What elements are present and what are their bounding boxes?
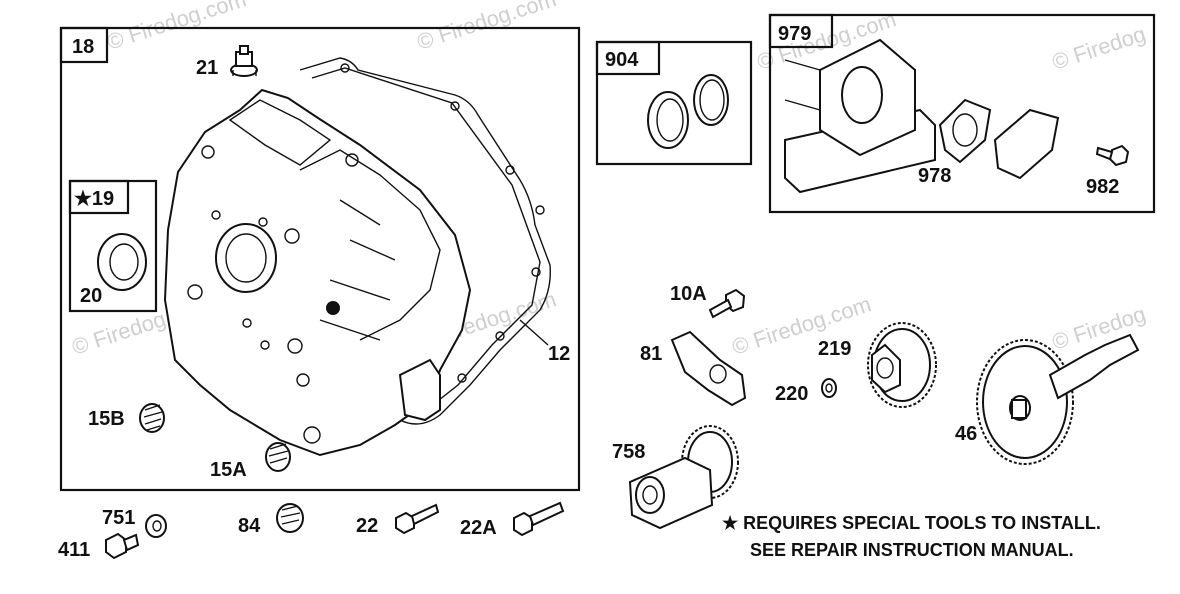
manifold-port	[841, 66, 883, 124]
box-904-label: 904	[605, 49, 639, 71]
bolt-22a	[513, 501, 565, 537]
gear-758	[628, 425, 739, 530]
label-751: 751	[102, 507, 135, 529]
label-978: 978	[918, 165, 951, 187]
gasket-hole	[340, 63, 350, 73]
gasket-inner-edge	[311, 67, 541, 416]
label-220: 220	[775, 383, 808, 405]
note-line-2: SEE REPAIR INSTRUCTION MANUAL.	[750, 540, 1074, 560]
ring-box	[595, 40, 753, 166]
small-hole	[258, 217, 268, 227]
bolt-hole	[187, 284, 203, 300]
bolt-hole	[296, 373, 310, 387]
washer-220-inner	[825, 383, 833, 393]
ring-large-inner	[656, 98, 684, 142]
box-19-tag	[68, 179, 130, 215]
camshaft-46	[976, 333, 1140, 465]
gasket-box	[768, 13, 1156, 214]
oil-seal	[97, 233, 147, 291]
bolt-hole	[345, 153, 359, 167]
gasket-978-hole	[952, 113, 978, 147]
cover-ribs	[319, 199, 396, 341]
note-line-1: ★ REQUIRES SPECIAL TOOLS TO INSTALL.	[722, 513, 1101, 533]
box-979-tag	[768, 13, 834, 49]
bracket-hole	[709, 364, 727, 384]
gasket-outline	[299, 57, 551, 425]
label-81: 81	[640, 343, 662, 365]
cover-port	[303, 426, 321, 444]
bolt-982	[1095, 144, 1130, 167]
label-10a: 10A	[670, 283, 707, 305]
watermark: © Firedog	[1049, 21, 1149, 75]
washer-751	[145, 514, 167, 538]
washer-220	[821, 378, 837, 398]
bolt-hole	[201, 145, 215, 159]
plug-84	[276, 503, 304, 533]
oil-seal-inner	[109, 243, 139, 281]
label-46: 46	[955, 423, 977, 445]
breather-plug	[230, 45, 258, 77]
manifold-edges	[784, 59, 821, 111]
small-hole	[242, 318, 252, 328]
watermark: © Firedog.com	[729, 291, 874, 359]
label-12: 12	[548, 343, 570, 365]
screw-22	[395, 503, 440, 535]
box-19-label: ★19	[74, 188, 114, 210]
box-904-tag	[595, 40, 661, 76]
cover-ribs	[299, 149, 441, 341]
ring-small-inner	[699, 79, 725, 121]
box-979-label: 979	[778, 23, 811, 45]
bolt-411	[105, 532, 140, 560]
small-hole	[260, 340, 270, 350]
gasket-hole	[495, 331, 505, 341]
label-758: 758	[612, 441, 645, 463]
label-20: 20	[80, 285, 102, 307]
label-15a: 15A	[210, 459, 247, 481]
label-84: 84	[238, 515, 261, 537]
gasket-hole	[505, 165, 515, 175]
bracket-81	[670, 330, 747, 407]
label-411: 411	[58, 539, 90, 561]
plate	[993, 108, 1060, 180]
crankcase-cover	[163, 88, 472, 457]
label-21: 21	[196, 57, 218, 79]
label-982: 982	[1086, 176, 1119, 198]
box-18-tag	[59, 26, 109, 64]
small-hole	[211, 210, 221, 220]
gasket-hole	[531, 267, 541, 277]
cover-boss	[228, 99, 332, 166]
bearing-bore-inner	[225, 233, 267, 283]
ring-large	[647, 91, 689, 149]
cover-spout	[398, 358, 441, 422]
box-18-label: 18	[72, 36, 94, 58]
drain-hole	[326, 301, 340, 315]
label-15b: 15B	[88, 408, 125, 430]
gasket-hole	[450, 101, 460, 111]
bolt-hole	[287, 338, 303, 354]
plug-15a	[265, 442, 291, 472]
plug-15b	[139, 403, 165, 433]
bolt-10a	[708, 288, 746, 319]
gasket-hole	[535, 205, 545, 215]
label-22: 22	[356, 515, 378, 537]
bolt-hole	[284, 228, 300, 244]
gasket-978	[938, 98, 992, 164]
ring-small	[693, 74, 729, 126]
crankcase-box	[59, 26, 581, 492]
label-219: 219	[818, 338, 851, 360]
governor-gear	[867, 322, 937, 408]
gasket-hole	[457, 373, 467, 383]
leader-12	[519, 319, 549, 346]
label-22a: 22A	[460, 517, 497, 539]
